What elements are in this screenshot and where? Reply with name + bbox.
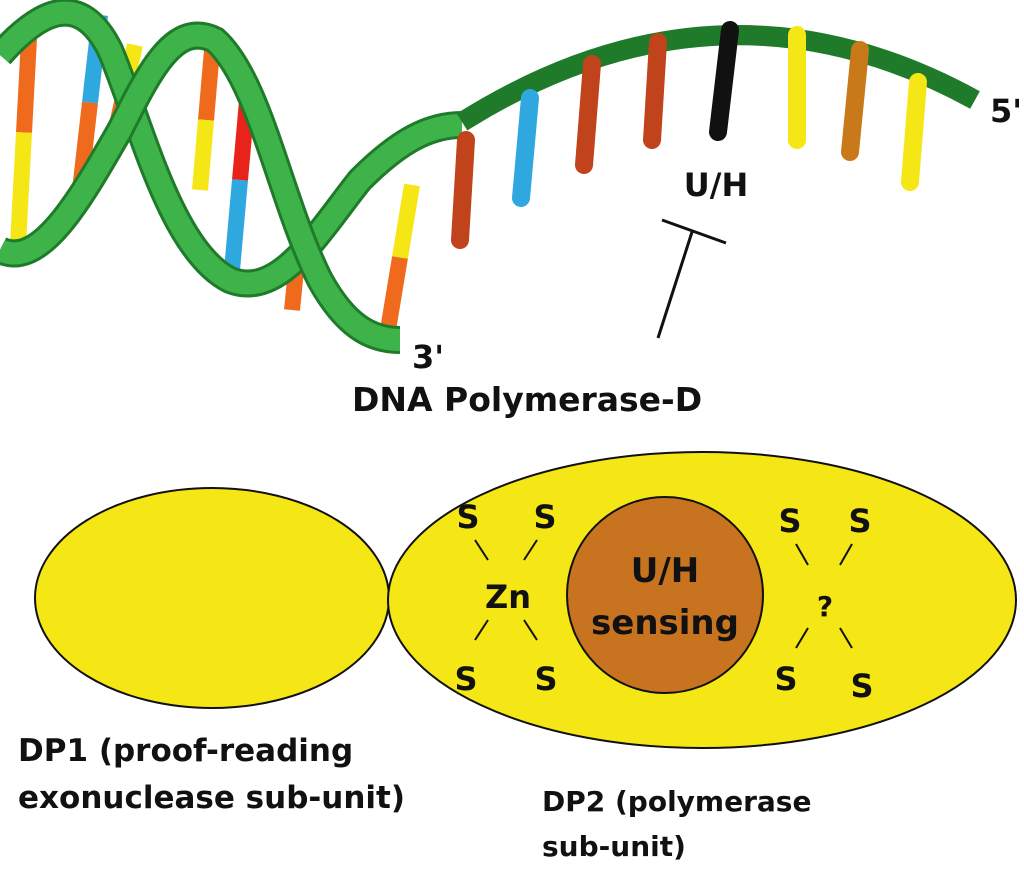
ligand-s: S <box>774 660 797 698</box>
helix-base <box>198 49 220 121</box>
label-3-prime: 3' <box>412 338 444 376</box>
ligand-s: S <box>534 660 557 698</box>
helix-base <box>10 132 32 246</box>
ligand-s: S <box>778 502 801 540</box>
ligand-s: S <box>456 498 479 536</box>
ligand-s: S <box>533 498 556 536</box>
ligand-s: S <box>850 667 873 705</box>
metal-unknown: ? <box>817 590 833 623</box>
template-base <box>643 33 667 149</box>
dp2-caption-line1: DP2 (polymerase <box>542 785 812 818</box>
template-strand <box>451 21 980 249</box>
ligand-s: S <box>848 502 871 540</box>
enzyme-title: DNA Polymerase-D <box>352 380 703 419</box>
uh-sensing-core <box>566 496 764 694</box>
label-template-base: U/H <box>684 166 748 204</box>
dp1-caption-line2: exonuclease sub-unit) <box>18 780 406 816</box>
template-base <box>709 21 739 141</box>
template-base <box>451 131 475 249</box>
template-bases <box>451 21 927 249</box>
inhibition-symbol <box>656 218 727 339</box>
dp2-subunit: U/H sensing Zn S S S S ? S <box>387 451 1017 749</box>
zinc-binding-site: Zn S S S S <box>454 498 557 698</box>
core-label-line1: U/H <box>631 551 699 591</box>
helix-base <box>392 183 420 259</box>
template-base <box>901 73 927 191</box>
core-label-line2: sensing <box>591 603 739 643</box>
unknown-metal-site: ? S S S S <box>774 502 873 705</box>
helix-strand-a-highlight <box>0 1 463 295</box>
template-backbone <box>456 25 980 131</box>
ligand-s: S <box>454 660 477 698</box>
template-base <box>575 55 601 174</box>
template-base <box>841 41 869 161</box>
template-base <box>512 89 539 207</box>
dp1-caption-line1: DP1 (proof-reading <box>18 733 354 769</box>
helix-base <box>380 256 408 332</box>
helix-base <box>192 119 214 191</box>
dp1-subunit <box>34 487 390 709</box>
label-5-prime: 5' <box>990 92 1022 130</box>
metal-zn: Zn <box>485 578 531 616</box>
helix-strand-b-highlight <box>0 24 401 351</box>
helix-base <box>224 179 248 271</box>
dp2-caption-line2: sub-unit) <box>542 830 686 863</box>
double-helix <box>0 0 463 354</box>
